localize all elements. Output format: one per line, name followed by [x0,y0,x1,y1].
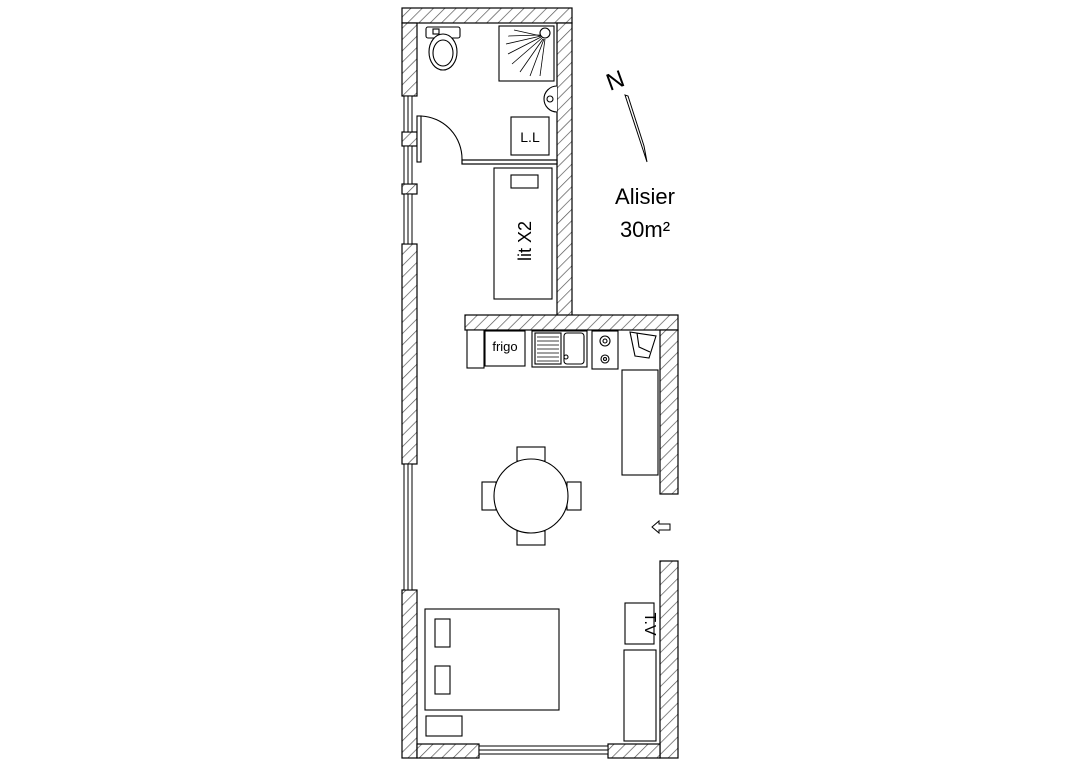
north-label: N [603,65,629,96]
laundry-label: L.L [520,129,540,145]
wall-left-1 [401,22,418,97]
bedroom-area [424,602,657,742]
nightstand [425,715,463,737]
north-arrow-icon [624,94,648,163]
sink-icon [531,330,588,368]
bathroom [416,25,558,163]
single-bed [493,167,553,300]
sofa [621,369,659,476]
entrance-arrow-icon [651,519,671,535]
pillow-2 [434,665,451,695]
chair-right [566,481,582,511]
wall-left-2 [401,131,418,147]
wall-kitchen-top [464,314,679,331]
wall-left-4 [401,243,418,465]
tv-stand [624,602,655,645]
kitchen [466,329,659,476]
toilet-icon [425,26,461,71]
bed-label: lit X2 [515,221,535,261]
room-area: 30m² [620,217,670,242]
wall-left-5 [401,589,418,759]
wall-bottom-left [416,743,480,759]
bathroom-door[interactable] [416,115,463,163]
room-name: Alisier [615,184,675,209]
laundry-box [510,116,550,156]
wall-right-kitchen [659,329,679,495]
cooktop-icon [591,330,619,370]
wall-right-lower [659,560,679,759]
kitchen-corner-unit [629,331,657,359]
walls [401,7,679,759]
bathroom-partition [461,159,558,165]
bed-pillow [510,174,539,189]
kitchen-counter-left [466,329,485,369]
shower-icon [498,25,555,82]
tv-label: T.V [641,612,658,635]
fridge-label: frigo [492,339,517,354]
dining-table [481,446,582,546]
round-table [493,458,569,534]
windows [403,95,609,755]
wall-bottom-right [607,743,661,759]
wardrobe [623,649,657,742]
pillow-1 [434,618,451,648]
wall-top [401,7,573,24]
wall-left-3 [401,183,418,195]
fridge [484,330,526,367]
washbasin-icon [543,85,558,113]
wall-right-upper [556,22,573,331]
